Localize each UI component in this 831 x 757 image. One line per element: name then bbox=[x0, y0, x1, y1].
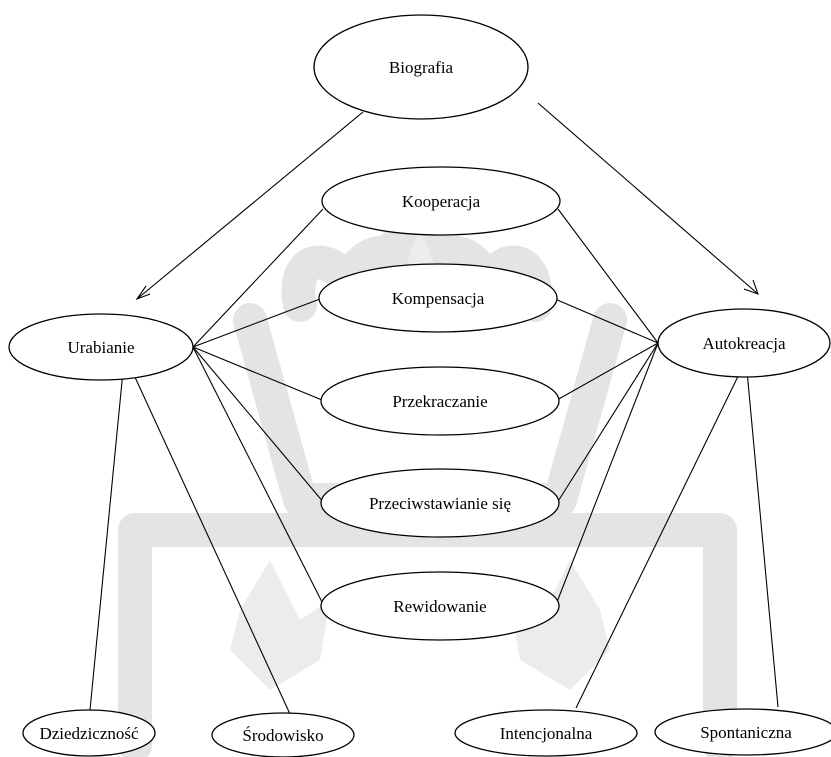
node-rewidowanie: Rewidowanie bbox=[320, 571, 560, 641]
node-urabianie: Urabianie bbox=[8, 313, 194, 381]
edge-urabianie-srodowisko bbox=[127, 361, 291, 715]
node-label: Dziedziczność bbox=[39, 724, 139, 743]
node-label: Biografia bbox=[389, 58, 454, 77]
node-label: Kompensacja bbox=[392, 289, 485, 308]
node-przeciwstawianie-sie: Przeciwstawianie się bbox=[320, 468, 560, 538]
edge-autokreacja-intencjonalna bbox=[575, 359, 747, 709]
node-srodowisko: Środowisko bbox=[211, 712, 355, 757]
node-spontaniczna: Spontaniczna bbox=[654, 708, 831, 756]
edge-biografia-autokreacja bbox=[537, 102, 759, 295]
edge-autokreacja-spontaniczna bbox=[745, 359, 779, 708]
node-label: Autokreacja bbox=[702, 334, 786, 353]
node-label: Przeciwstawianie się bbox=[369, 494, 511, 513]
node-przekraczanie: Przekraczanie bbox=[320, 366, 560, 436]
node-dziedzicznosc: Dziedziczność bbox=[22, 709, 156, 757]
edge-urabianie-kooperacja bbox=[192, 208, 324, 348]
node-label: Kooperacja bbox=[402, 192, 481, 211]
node-autokreacja: Autokreacja bbox=[657, 308, 831, 378]
edge-urabianie-kompensacja bbox=[192, 298, 321, 348]
node-label: Środowisko bbox=[242, 726, 323, 745]
edge-autokreacja-rewidowanie bbox=[556, 342, 659, 603]
node-label: Rewidowanie bbox=[393, 597, 486, 616]
node-biografia: Biografia bbox=[313, 14, 529, 120]
edge-urabianie-przeciwstawianie bbox=[192, 346, 325, 504]
node-label: Przekraczanie bbox=[392, 392, 487, 411]
node-label: Spontaniczna bbox=[700, 723, 792, 742]
edge-autokreacja-kooperacja bbox=[557, 208, 659, 344]
arrowhead-autokreacja bbox=[743, 279, 759, 295]
edge-autokreacja-przeciwstawianie bbox=[556, 342, 659, 504]
edge-urabianie-rewidowanie bbox=[192, 346, 323, 603]
edge-autokreacja-przekraczanie bbox=[556, 342, 659, 401]
edge-biografia-urabianie bbox=[136, 111, 364, 300]
edge-urabianie-przekraczanie bbox=[192, 346, 323, 401]
node-label: Urabianie bbox=[67, 338, 134, 357]
node-label: Intencjonalna bbox=[500, 724, 593, 743]
node-kompensacja: Kompensacja bbox=[318, 263, 558, 333]
node-intencjonalna: Intencjonalna bbox=[454, 709, 638, 757]
edge-urabianie-dziedzicznosc bbox=[89, 360, 125, 711]
edge-layer bbox=[89, 102, 779, 715]
edge-autokreacja-kompensacja bbox=[554, 298, 659, 344]
arrowhead-urabianie bbox=[135, 285, 151, 301]
node-kooperacja: Kooperacja bbox=[321, 166, 561, 236]
